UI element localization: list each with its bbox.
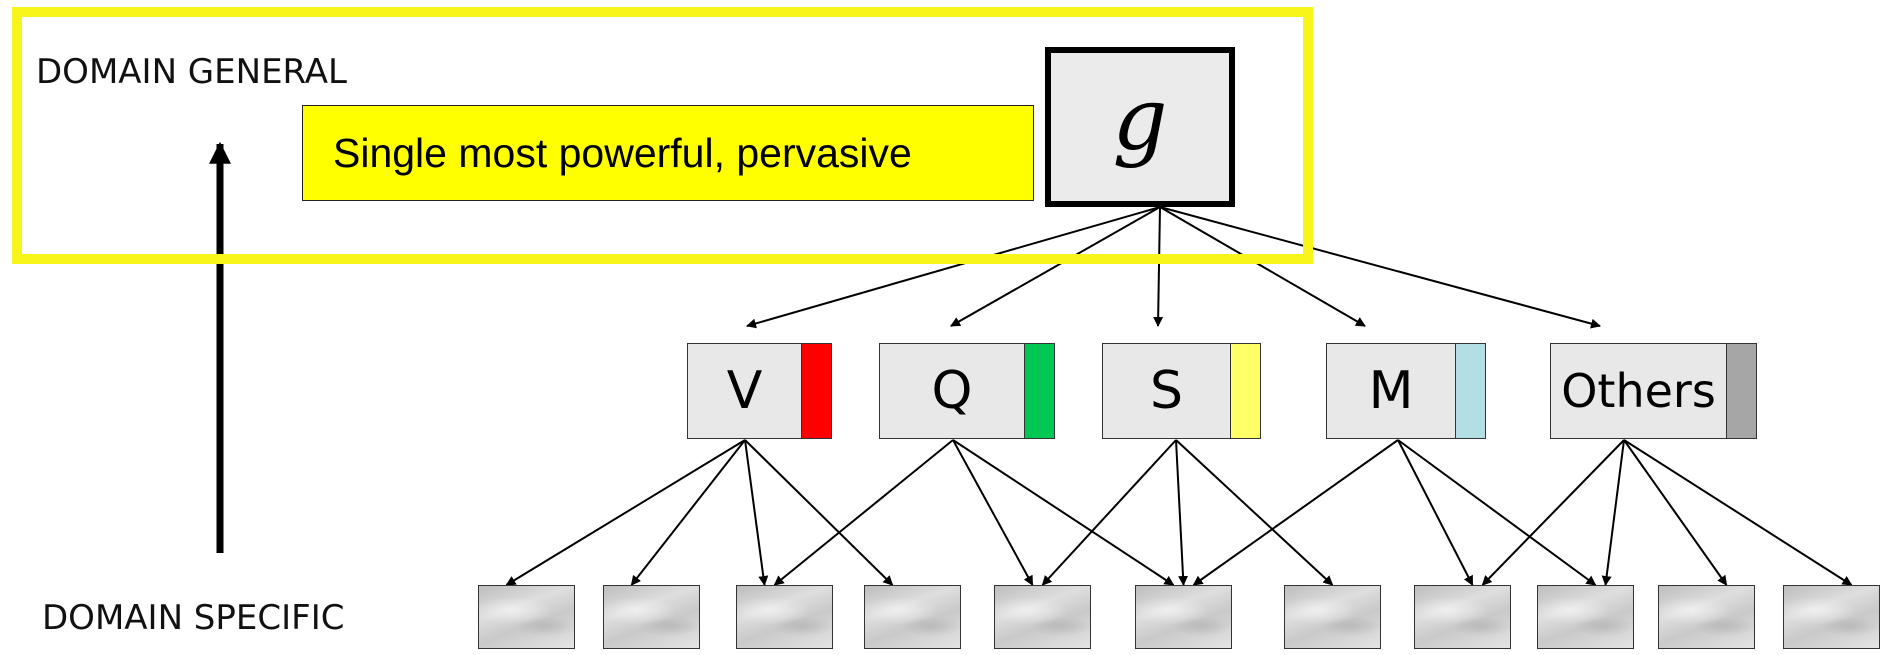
factor-to-task-arrow bbox=[952, 439, 1034, 586]
factor-node-s: S bbox=[1102, 343, 1261, 439]
g-to-factor-arrow bbox=[746, 206, 1161, 329]
specific-task-box bbox=[1783, 585, 1880, 649]
factor-color-swatch bbox=[1024, 344, 1054, 438]
callout-text: Single most powerful, pervasive bbox=[333, 129, 912, 176]
factor-label: M bbox=[1368, 361, 1414, 421]
domain-specific-label: DOMAIN SPECIFIC bbox=[42, 598, 345, 638]
factor-color-swatch bbox=[1726, 344, 1756, 438]
factor-to-task-arrow bbox=[744, 439, 769, 586]
factor-to-task-arrow bbox=[952, 439, 1175, 586]
factor-to-task-arrow bbox=[1623, 439, 1728, 586]
factor-label: S bbox=[1149, 361, 1183, 421]
specific-task-box bbox=[603, 585, 700, 649]
specific-task-box bbox=[736, 585, 833, 649]
specific-task-box bbox=[1135, 585, 1232, 649]
specific-task-box bbox=[478, 585, 575, 649]
callout-box: Single most powerful, pervasive bbox=[302, 105, 1034, 201]
general-factor-node: g bbox=[1045, 47, 1235, 207]
g-to-factor-arrow bbox=[950, 206, 1161, 327]
factor-to-task-arrow bbox=[1175, 439, 1334, 586]
g-to-factor-arrow bbox=[1159, 206, 1601, 329]
factor-to-task-arrow bbox=[1041, 439, 1177, 586]
factor-label: Others bbox=[1561, 364, 1716, 418]
factor-to-task-arrow bbox=[1175, 439, 1189, 586]
factor-color-swatch bbox=[1230, 344, 1260, 438]
factor-to-task-arrow bbox=[1397, 439, 1474, 586]
factor-node-others: Others bbox=[1550, 343, 1757, 439]
specific-task-box bbox=[994, 585, 1091, 649]
specific-task-box bbox=[864, 585, 961, 649]
factor-to-task-arrow bbox=[1397, 439, 1597, 586]
factor-to-task-arrow bbox=[1481, 439, 1625, 586]
general-factor-symbol: g bbox=[1112, 70, 1168, 170]
specific-task-box bbox=[1658, 585, 1755, 649]
specific-task-box bbox=[1414, 585, 1511, 649]
specific-task-box bbox=[1284, 585, 1381, 649]
g-to-factor-edges bbox=[746, 206, 1601, 329]
factor-to-task-arrow bbox=[744, 439, 894, 586]
factor-to-task-arrow bbox=[1601, 439, 1625, 586]
factor-color-swatch bbox=[801, 344, 831, 438]
specific-task-box bbox=[1537, 585, 1634, 649]
factor-to-task-arrow bbox=[1623, 439, 1853, 586]
factor-to-task-arrow bbox=[505, 439, 746, 586]
factor-node-q: Q bbox=[879, 343, 1055, 439]
domain-general-label: DOMAIN GENERAL bbox=[36, 52, 347, 92]
factor-to-task-arrow bbox=[1192, 439, 1399, 586]
factor-to-task-arrow bbox=[630, 439, 746, 586]
factor-color-swatch bbox=[1455, 344, 1485, 438]
factor-node-v: V bbox=[687, 343, 832, 439]
factor-label: Q bbox=[931, 361, 973, 421]
factor-to-task-arrow bbox=[773, 439, 954, 586]
factor-to-task-edges bbox=[505, 439, 1853, 586]
g-to-factor-arrow bbox=[1159, 206, 1366, 327]
factor-node-m: M bbox=[1326, 343, 1486, 439]
g-to-factor-arrow bbox=[1153, 206, 1164, 327]
factor-label: V bbox=[726, 361, 763, 421]
